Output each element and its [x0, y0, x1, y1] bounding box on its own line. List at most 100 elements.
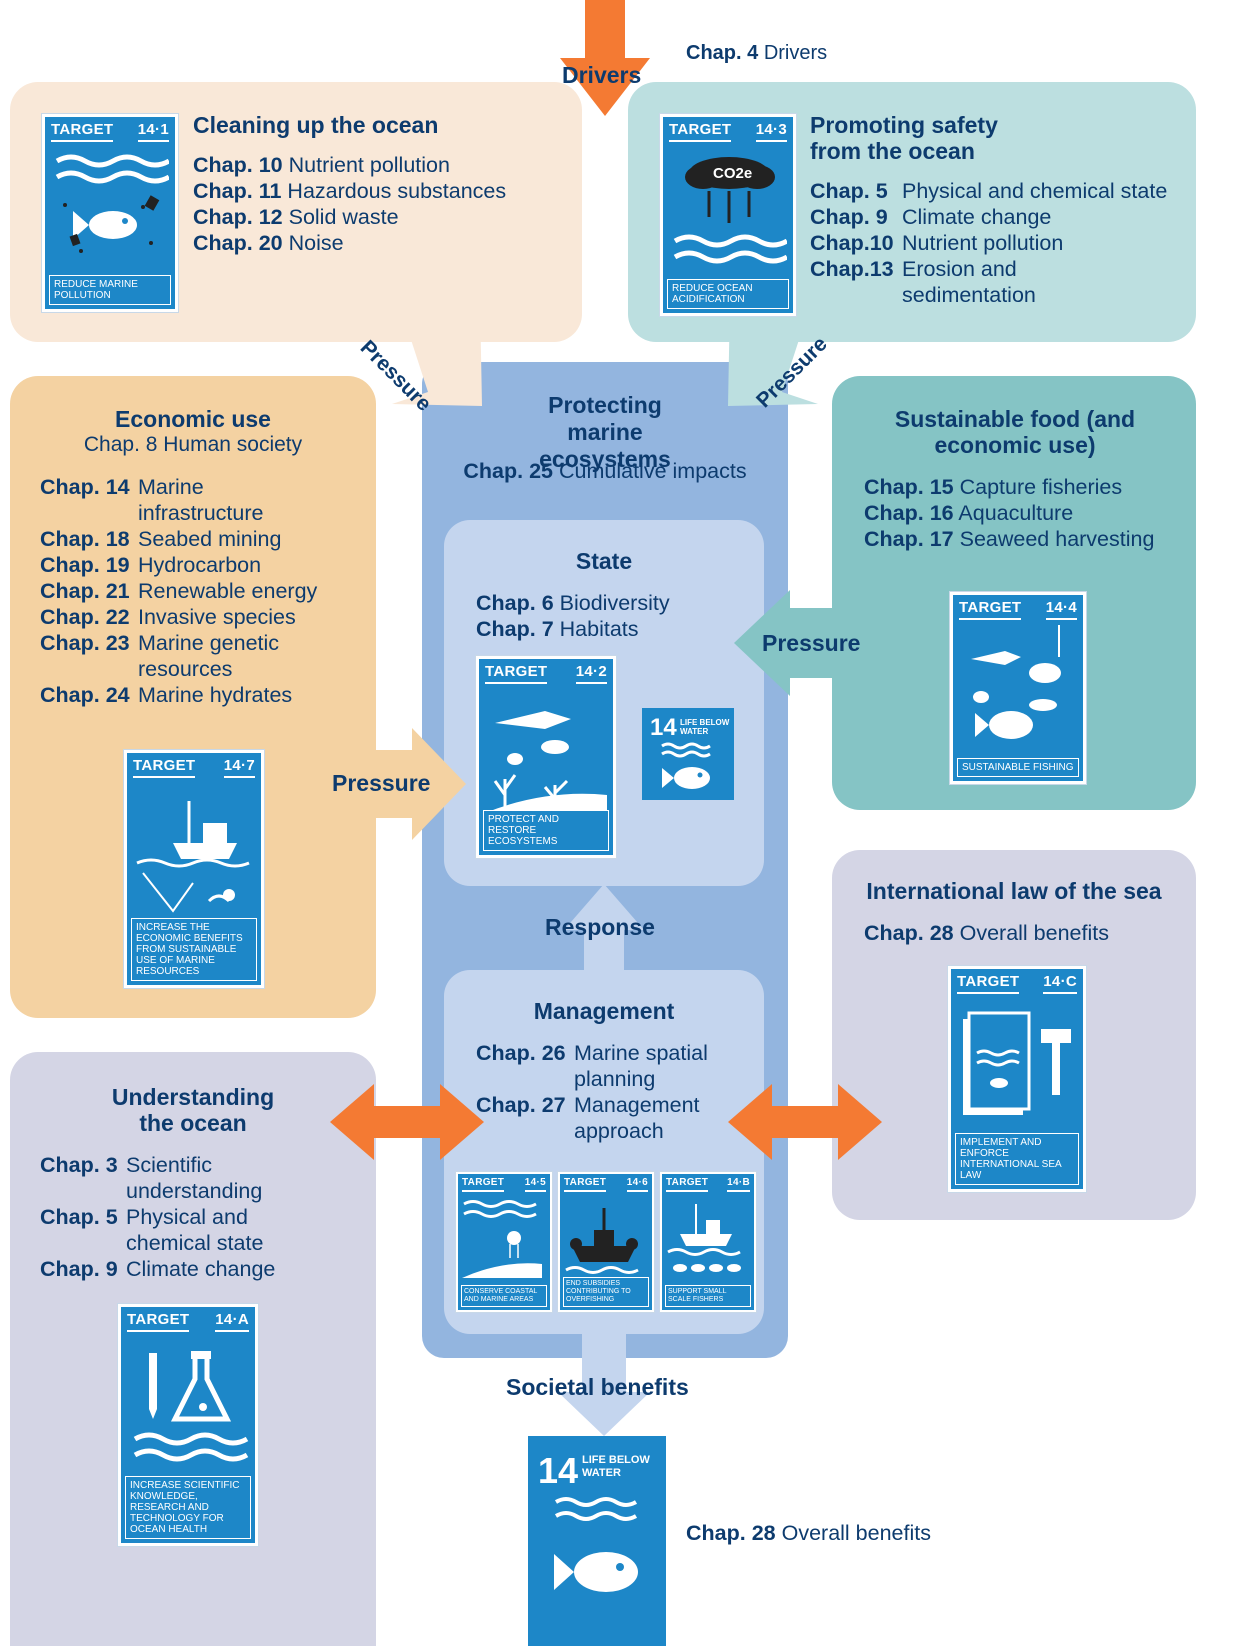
card-num: 14·6	[626, 1177, 648, 1192]
card-head: TARGET	[959, 599, 1022, 620]
card-head: TARGET	[485, 663, 548, 684]
management-title: Management	[533, 998, 675, 1024]
sdg14-logo-small: 14 LIFE BELOW WATER	[642, 708, 734, 800]
pressure-label-left: Pressure	[332, 770, 431, 796]
bottom-chapter: Chap. 28 Overall benefits	[686, 1521, 931, 1545]
intl-chapter: Chap. 28 Overall benefits	[864, 921, 1109, 945]
card-num: 14·3	[755, 121, 787, 142]
list-item: Chap. 11 Hazardous substances	[193, 179, 507, 203]
target-card-14-6: TARGET 14·6 END SUBSIDIES CONTRIBUTING TO…	[558, 1172, 654, 1312]
cleaning-list: Chap. 10 Nutrient pollution Chap. 11 Haz…	[193, 152, 506, 256]
pressure-label-right: Pressure	[762, 630, 861, 656]
sdg14-logo-large: 14 LIFE BELOW WATER	[528, 1436, 666, 1646]
law-gavel-icon	[963, 1011, 1071, 1115]
target-card-14-3: TARGET 14·3 CO2e REDUCE OCEAN ACIDIFICATI…	[660, 114, 796, 316]
card-head: TARGET	[51, 121, 114, 142]
list-item: Chap. 6 Biodiversity	[476, 591, 670, 615]
drivers-chap-text: Drivers	[763, 42, 828, 64]
double-arrow-left	[330, 1084, 484, 1160]
shark-coral-icon	[485, 711, 607, 813]
state-title: State	[575, 548, 633, 574]
fishing-fish-icon	[971, 625, 1061, 739]
sdg-text: LIFE BELOW WATER	[680, 718, 730, 736]
card-num: 14·7	[223, 757, 255, 778]
pressure-arrow-left	[376, 728, 466, 840]
list-item: Chap. 15 Capture fisheries	[864, 475, 1123, 499]
list-item: Chap. 10 Nutrient pollution	[193, 153, 450, 177]
sdg-text: LIFE BELOW WATER	[582, 1454, 650, 1479]
target-card-14-4: TARGET 14·4 SUSTAINABLE FISHING	[950, 592, 1086, 784]
sdg-fish-icon	[661, 742, 711, 789]
food-list: Chap. 15 Capture fisheries Chap. 16 Aqua…	[864, 474, 1154, 552]
card-num: 14·B	[727, 1177, 750, 1192]
card-head: TARGET	[669, 121, 732, 142]
card-foot: IMPLEMENT AND ENFORCE INTERNATIONAL SEA …	[955, 1133, 1079, 1185]
card-head: TARGET	[957, 973, 1020, 994]
science-flask-icon	[133, 1351, 249, 1462]
safety-title: Promoting safety from the ocean	[810, 112, 998, 164]
card-foot: SUSTAINABLE FISHING	[957, 758, 1079, 777]
list-item: Chap. 7 Habitats	[476, 617, 639, 641]
sdg-fish-icon	[554, 1497, 638, 1592]
sdg-number: 14	[650, 714, 677, 741]
card-foot: INCREASE SCIENTIFIC KNOWLEDGE, RESEARCH …	[125, 1476, 251, 1539]
response-arrow	[564, 884, 644, 970]
card-num: 14·5	[524, 1177, 546, 1192]
card-foot: REDUCE OCEAN ACIDIFICATION	[667, 279, 789, 309]
societal-benefits-label: Societal benefits	[506, 1374, 689, 1400]
card-num: 14·1	[137, 121, 169, 142]
pollution-fish-icon	[55, 154, 169, 253]
protecting-title: Protecting marine ecosystems	[539, 392, 671, 472]
societal-arrow	[558, 1334, 650, 1436]
pressure-arrow-right	[734, 590, 832, 696]
trawler-ship-icon	[565, 1208, 639, 1274]
card-foot: END SUBSIDIES CONTRIBUTING TO OVERFISHIN…	[563, 1277, 649, 1307]
card-head: TARGET	[564, 1177, 607, 1192]
cleaning-title: Cleaning up the ocean	[193, 112, 439, 138]
response-label: Response	[545, 914, 655, 940]
acidification-cloud-icon	[673, 157, 787, 264]
sdg-number: 14	[538, 1450, 579, 1491]
card-num: 14·4	[1045, 599, 1077, 620]
coastal-jellyfish-icon	[462, 1200, 542, 1278]
card-head: TARGET	[133, 757, 196, 778]
intl-title: International law of the sea	[866, 878, 1162, 904]
card-head: TARGET	[127, 1311, 190, 1332]
card-head: TARGET	[462, 1177, 505, 1192]
drivers-arrow	[560, 0, 650, 116]
understanding-title: Understanding the ocean	[111, 1084, 275, 1136]
protecting-chapter: Chap. 25 Cumulative impacts	[463, 459, 747, 483]
economic-subtitle: Chap. 8 Human society	[83, 433, 303, 456]
co2-label: CO2e	[713, 165, 753, 182]
list-item: Chap. 16 Aquaculture	[864, 501, 1074, 525]
double-arrow-right	[728, 1084, 882, 1160]
state-list: Chap. 6 Biodiversity Chap. 7 Habitats	[476, 590, 670, 642]
list-item: Chap. 12 Solid waste	[193, 205, 399, 229]
card-foot: SUPPORT SMALL SCALE FISHERS	[665, 1285, 751, 1307]
card-num: 14·C	[1043, 973, 1077, 994]
target-card-14-c: TARGET 14·C IMPLEMENT AND ENFORCE INTERNA…	[948, 966, 1086, 1192]
list-item: Chap. 17 Seaweed harvesting	[864, 527, 1155, 551]
